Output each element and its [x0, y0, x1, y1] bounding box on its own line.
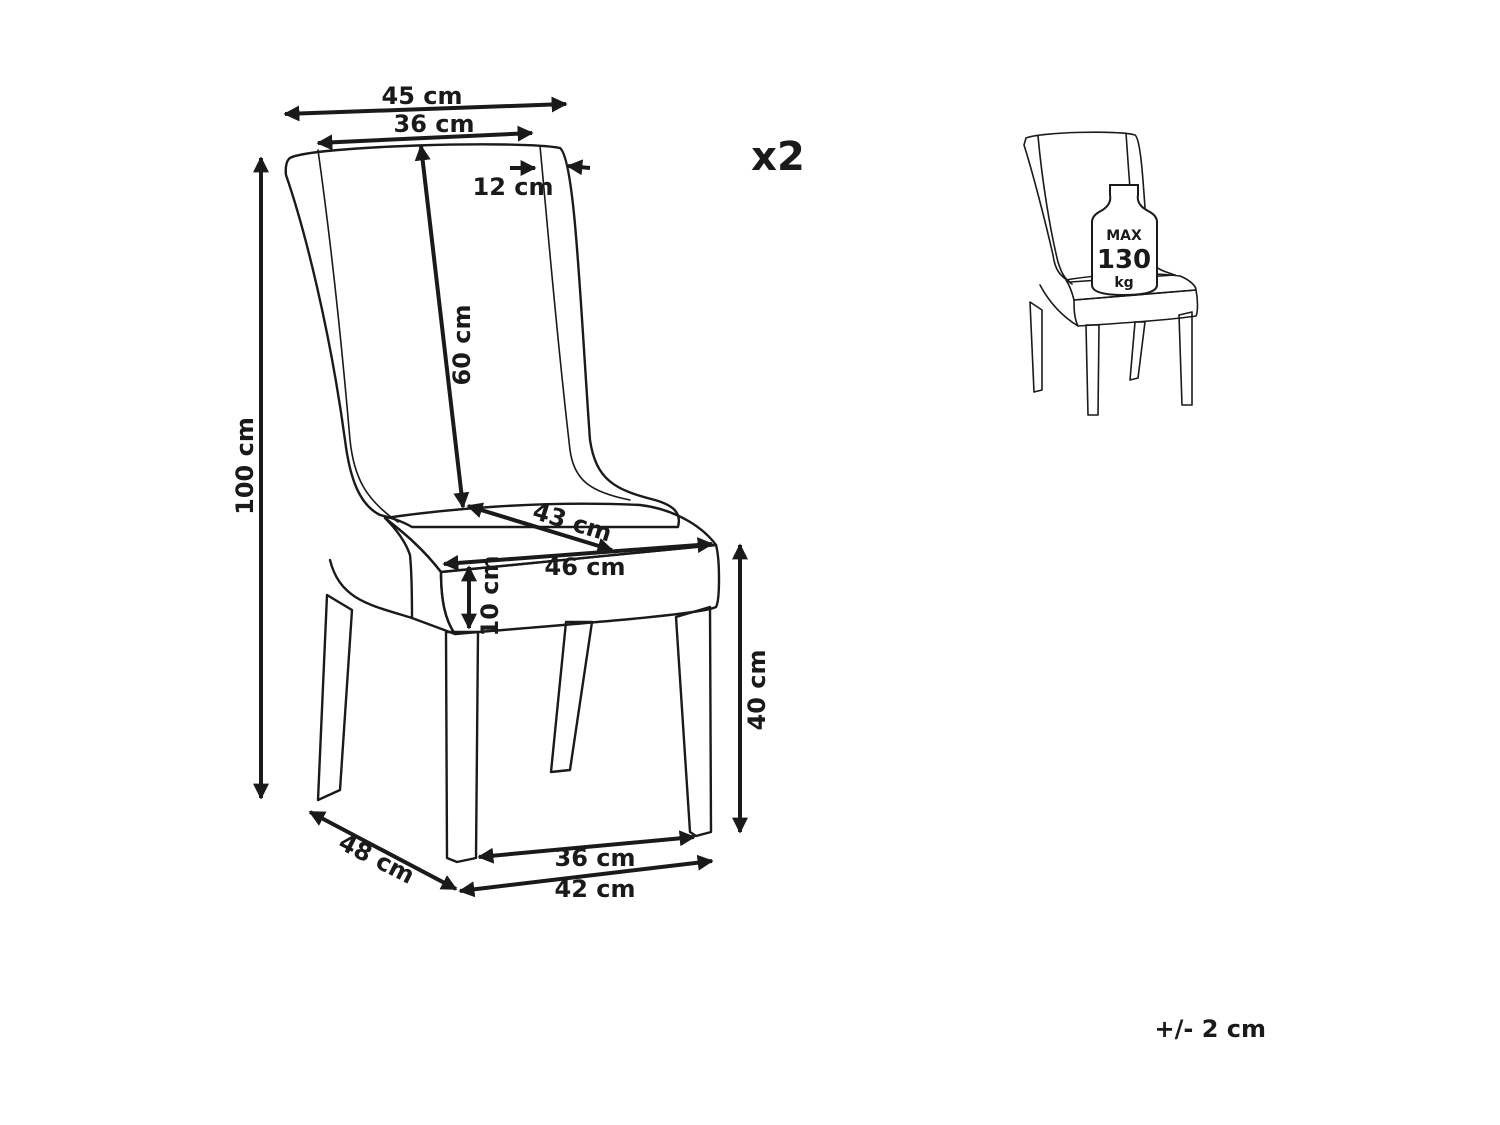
chair-drawing — [284, 143, 721, 864]
small-seat-front — [1073, 289, 1199, 327]
seat-width-arrow — [442, 537, 714, 571]
inner-leg-width-arrow — [477, 830, 696, 864]
rear-right-leg — [549, 620, 594, 774]
backrest-width-arrow — [316, 125, 534, 151]
front-right-leg — [674, 605, 713, 838]
rear-left-leg — [316, 593, 354, 802]
weight-icon: MAX 130 kg — [1091, 184, 1158, 297]
label-backrest-height: 60 cm — [448, 305, 476, 386]
small-backrest-seam-left — [1037, 135, 1073, 285]
tolerance-label: +/- 2 cm — [1155, 1015, 1266, 1043]
label-outer-leg-width: 42 cm — [555, 875, 636, 903]
load-capacity-illustration: MAX 130 kg — [1023, 131, 1199, 416]
load-unit-label: kg — [1114, 275, 1133, 291]
outer-leg-width-arrow — [458, 854, 714, 898]
label-total-height: 100 cm — [231, 417, 259, 515]
overall-depth-arrow — [308, 810, 458, 891]
top-width-arrow — [283, 96, 568, 122]
small-rear-right-leg — [1129, 321, 1146, 381]
backrest-right-wing-seam — [539, 145, 631, 501]
backrest-height-arrow — [414, 144, 470, 509]
small-front-left-leg — [1085, 324, 1100, 416]
label-wing-depth: 12 cm — [473, 173, 554, 201]
load-value-label: 130 — [1097, 245, 1151, 275]
dimension-lines — [253, 96, 748, 898]
small-seat-side — [1039, 284, 1079, 327]
label-top-width: 45 cm — [382, 82, 463, 110]
front-left-leg — [444, 630, 480, 864]
label-seat-height: 40 cm — [743, 650, 771, 731]
label-backrest-width: 36 cm — [394, 110, 475, 138]
label-seat-width: 46 cm — [545, 553, 626, 581]
backrest — [284, 143, 681, 529]
dimension-labels: 45 cm 36 cm 12 cm 60 cm 100 cm 43 cm 46 … — [231, 82, 771, 903]
quantity-label: x2 — [751, 134, 805, 180]
load-max-label: MAX — [1106, 228, 1142, 244]
backrest-left-wing-seam — [317, 149, 399, 523]
wing-arrow-right — [566, 159, 591, 176]
label-seat-thickness: 10 cm — [476, 556, 504, 637]
small-rear-left-leg — [1029, 301, 1043, 393]
seat-skirt — [328, 558, 414, 620]
label-inner-leg-width: 36 cm — [555, 844, 636, 872]
seat-side — [383, 516, 457, 636]
small-front-right-leg — [1178, 311, 1193, 406]
label-overall-depth: 48 cm — [334, 828, 419, 890]
